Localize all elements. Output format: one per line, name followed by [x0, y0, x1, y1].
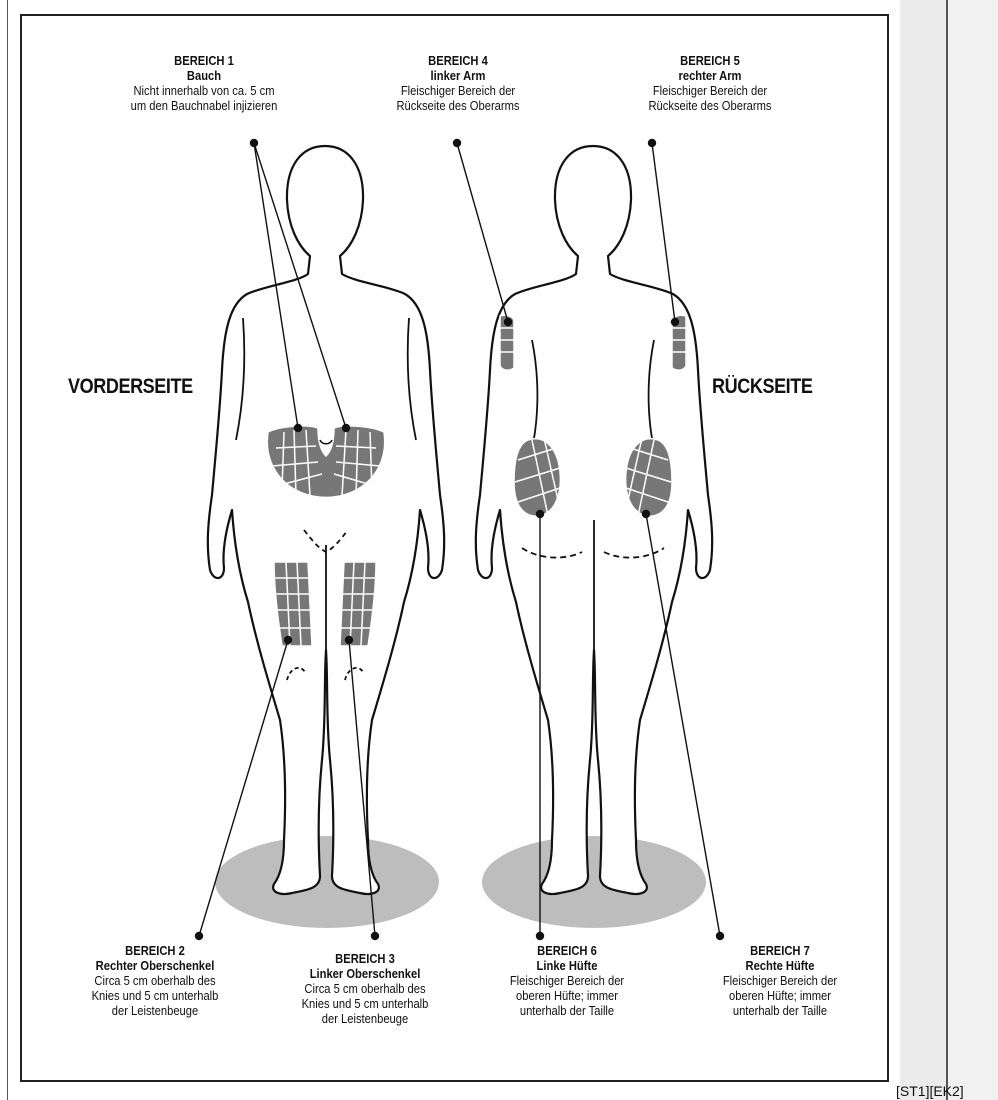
area-description: unterhalb der Taille	[468, 1003, 666, 1018]
area-description: Knies und 5 cm unterhalb	[266, 996, 464, 1011]
area-subtitle: Rechter Oberschenkel	[56, 958, 254, 973]
area-description: unterhalb der Taille	[681, 1003, 879, 1018]
area-description: der Leistenbeuge	[266, 1011, 464, 1026]
area-2-label: BEREICH 2 Rechter Oberschenkel Circa 5 c…	[56, 943, 254, 1018]
area-description: Circa 5 cm oberhalb des	[56, 973, 254, 988]
back-side-label: RÜCKSEITE	[712, 375, 812, 399]
area-subtitle: Rechte Hüfte	[681, 958, 879, 973]
area-description: Nicht innerhalb von ca. 5 cm	[75, 83, 333, 98]
area-description: Knies und 5 cm unterhalb	[56, 988, 254, 1003]
area-title: BEREICH 5	[598, 53, 822, 68]
front-floor-shadow	[215, 836, 439, 928]
area-description: Fleischiger Bereich der	[468, 973, 666, 988]
area-subtitle: rechter Arm	[598, 68, 822, 83]
area-1-label: BEREICH 1 Bauch Nicht innerhalb von ca. …	[75, 53, 333, 113]
area-title: BEREICH 4	[346, 53, 570, 68]
area-description: um den Bauchnabel injizieren	[75, 98, 333, 113]
area-description: Rückseite des Oberarms	[346, 98, 570, 113]
area-title: BEREICH 3	[266, 951, 464, 966]
footer-reference: [ST1][EK2]	[896, 1083, 964, 1099]
area-description: Fleischiger Bereich der	[598, 83, 822, 98]
area-description: oberen Hüfte; immer	[468, 988, 666, 1003]
right-thigh-injection-zone	[274, 562, 312, 646]
area-title: BEREICH 6	[468, 943, 666, 958]
area-title: BEREICH 7	[681, 943, 879, 958]
area-description: oberen Hüfte; immer	[681, 988, 879, 1003]
area-5-label: BEREICH 5 rechter Arm Fleischiger Bereic…	[598, 53, 822, 113]
area-subtitle: Linke Hüfte	[468, 958, 666, 973]
area-6-label: BEREICH 6 Linke Hüfte Fleischiger Bereic…	[468, 943, 666, 1018]
area-description: Rückseite des Oberarms	[598, 98, 822, 113]
left-thigh-injection-zone	[340, 562, 376, 646]
area-subtitle: Bauch	[75, 68, 333, 83]
area-subtitle: Linker Oberschenkel	[266, 966, 464, 981]
left-hip-injection-zone	[514, 438, 560, 516]
back-floor-shadow	[482, 836, 706, 928]
front-side-label: VORDERSEITE	[68, 375, 193, 399]
back-body-figure	[476, 146, 712, 894]
front-body-figure	[208, 146, 444, 894]
area-4-label: BEREICH 4 linker Arm Fleischiger Bereich…	[346, 53, 570, 113]
area-7-label: BEREICH 7 Rechte Hüfte Fleischiger Berei…	[681, 943, 879, 1018]
area-description: Fleischiger Bereich der	[346, 83, 570, 98]
area-3-label: BEREICH 3 Linker Oberschenkel Circa 5 cm…	[266, 951, 464, 1026]
area-subtitle: linker Arm	[346, 68, 570, 83]
right-hip-injection-zone	[626, 438, 672, 516]
area-description: der Leistenbeuge	[56, 1003, 254, 1018]
area-title: BEREICH 2	[56, 943, 254, 958]
area-title: BEREICH 1	[75, 53, 333, 68]
area-description: Circa 5 cm oberhalb des	[266, 981, 464, 996]
area-description: Fleischiger Bereich der	[681, 973, 879, 988]
